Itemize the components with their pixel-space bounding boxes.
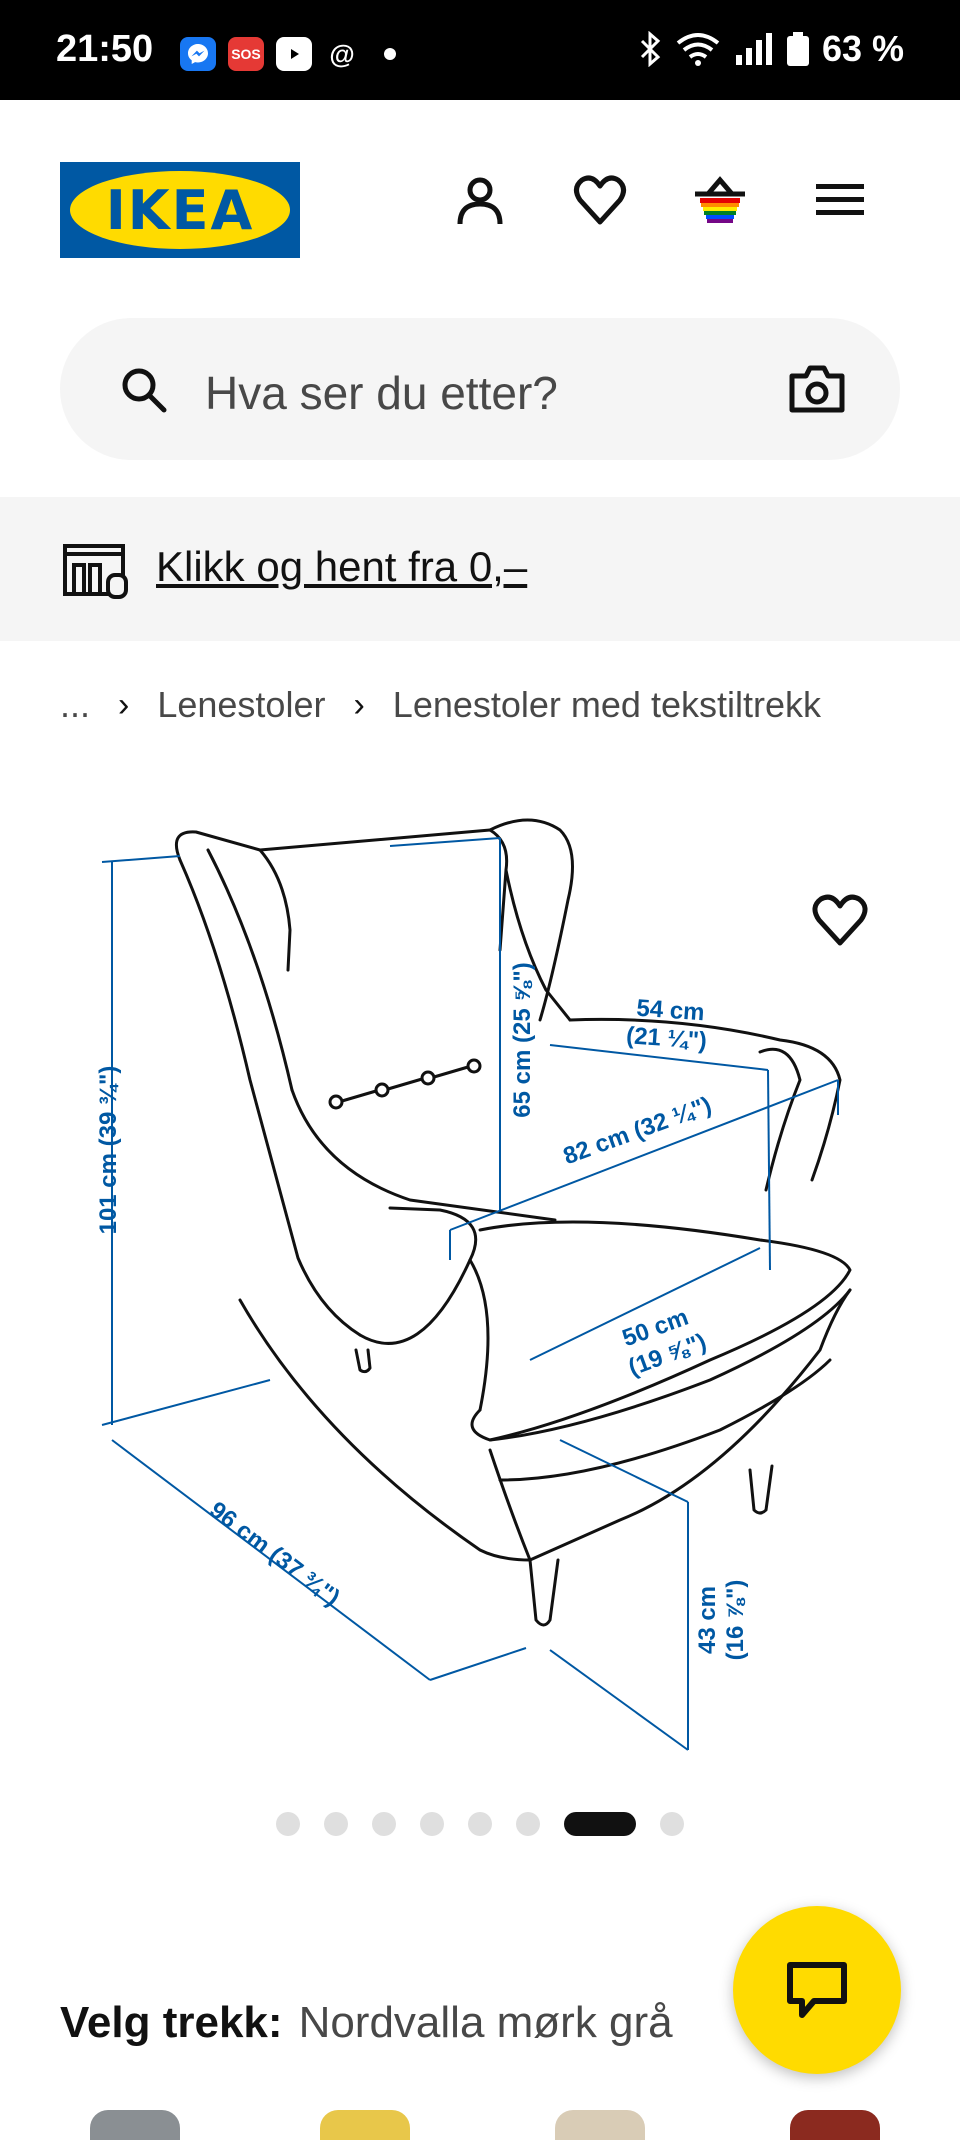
dim-seat-width-in: (21 ¼") — [625, 1022, 707, 1055]
messenger-icon — [180, 37, 216, 71]
dim-seat-height: 43 cm — [694, 1586, 721, 1654]
chevron-right-icon: › — [353, 685, 365, 724]
chat-icon — [787, 1962, 847, 2018]
armchair-drawing — [175, 818, 852, 1627]
carousel-dot[interactable] — [468, 1812, 492, 1836]
click-collect-link[interactable]: Klikk og hent fra 0,– — [156, 543, 528, 590]
threads-icon: @ — [329, 38, 355, 69]
chat-button[interactable] — [733, 1906, 901, 2074]
product-dimension-image[interactable]: 101 cm (39 ¾") 65 cm (25 ⅝") 54 cm (21 ¼… — [60, 790, 900, 1770]
notification-dot-icon — [372, 37, 408, 71]
favorite-heart-icon[interactable] — [810, 890, 870, 950]
breadcrumb: ... › Lenestoler › Lenestoler med teksti… — [60, 684, 821, 726]
breadcrumb-item-lenestoler[interactable]: Lenestoler — [157, 684, 326, 725]
click-collect-banner[interactable]: Klikk og hent fra 0,– — [0, 497, 960, 641]
carousel-indicator — [0, 1810, 960, 1838]
carousel-dot[interactable] — [420, 1812, 444, 1836]
status-bar: 21:50 SOS @ 63 % — [0, 0, 960, 100]
heart-icon[interactable] — [572, 172, 628, 228]
dimension-lines — [101, 837, 839, 1751]
carousel-dot[interactable] — [372, 1812, 396, 1836]
dim-seat-height-in: (16 ⅞") — [722, 1580, 749, 1661]
cover-selector[interactable]: Velg trekk: Nordvalla mørk grå — [60, 1998, 673, 2048]
carousel-dot[interactable] — [324, 1812, 348, 1836]
dim-backrest-height: 65 cm (25 ⅝") — [509, 962, 536, 1117]
status-time: 21:50 — [56, 28, 154, 70]
bluetooth-icon — [640, 31, 661, 67]
swatch-option[interactable] — [90, 2110, 180, 2140]
signal-icon — [735, 33, 772, 65]
battery-icon — [786, 32, 809, 66]
dim-seat-width: 54 cm — [636, 995, 706, 1027]
site-header: IKEA — [0, 100, 960, 310]
swatch-option[interactable] — [320, 2110, 410, 2140]
dim-depth-total: 96 cm (37 ¾") — [204, 1496, 344, 1611]
menu-icon[interactable] — [812, 172, 868, 228]
camera-icon[interactable] — [788, 362, 846, 416]
cover-label: Velg trekk: — [60, 1998, 283, 2047]
carousel-dot[interactable] — [276, 1812, 300, 1836]
search-input[interactable]: Hva ser du etter? — [205, 367, 558, 419]
chevron-right-icon: › — [118, 685, 130, 724]
battery-percent: 63 % — [821, 28, 904, 69]
carousel-dot[interactable] — [660, 1812, 684, 1836]
swatch-option[interactable] — [555, 2110, 645, 2140]
user-icon[interactable] — [452, 172, 508, 228]
basket-icon[interactable] — [692, 172, 748, 228]
breadcrumb-ellipsis[interactable]: ... — [60, 684, 91, 725]
sos-icon: SOS — [228, 37, 264, 71]
swatch-option[interactable] — [790, 2110, 880, 2140]
dim-height-total: 101 cm (39 ¾") — [95, 1066, 122, 1235]
search-icon — [122, 368, 167, 413]
cover-value: Nordvalla mørk grå — [298, 1998, 673, 2047]
search-bar[interactable]: Hva ser du etter? — [60, 318, 900, 460]
breadcrumb-item-tekstiltrekk[interactable]: Lenestoler med tekstiltrekk — [392, 684, 821, 725]
youtube-icon — [276, 37, 312, 71]
wifi-icon — [676, 33, 720, 66]
ikea-logo[interactable]: IKEA — [60, 162, 300, 258]
carousel-dot-active[interactable] — [564, 1812, 636, 1836]
carousel-dot[interactable] — [516, 1812, 540, 1836]
store-icon — [63, 544, 128, 599]
